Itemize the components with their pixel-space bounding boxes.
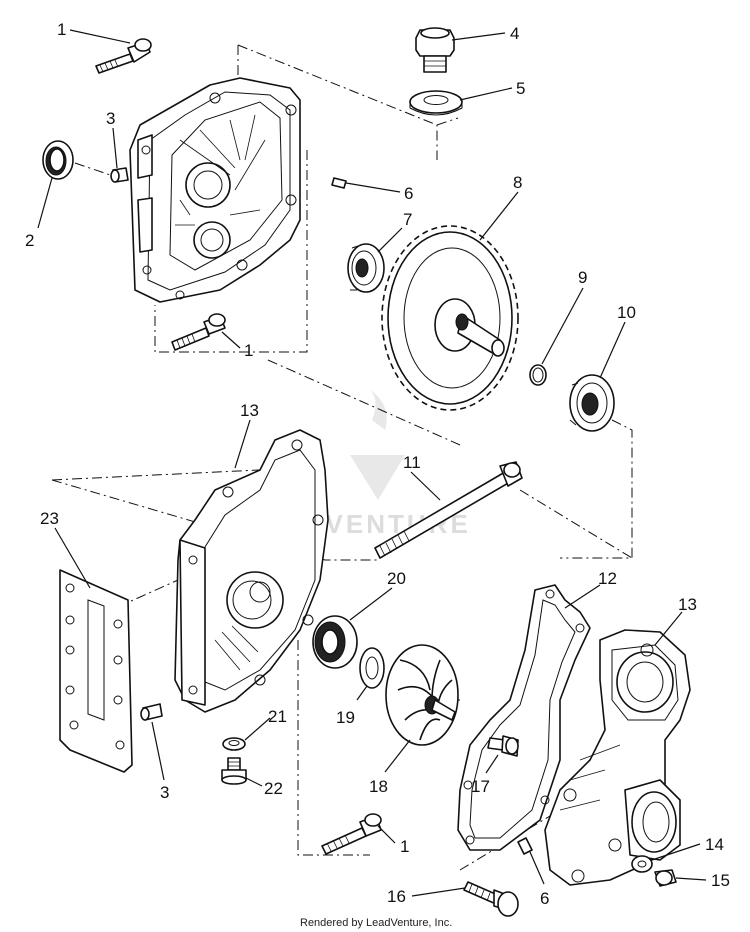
callout-3: 3 bbox=[106, 109, 115, 128]
callout-1: 1 bbox=[57, 20, 66, 39]
bolt-1-lower bbox=[321, 813, 382, 855]
callout-12: 12 bbox=[598, 569, 617, 588]
callout-2: 2 bbox=[25, 231, 34, 250]
callout-labels: 1 2 3 4 5 6 7 8 1 9 10 13 11 23 20 12 13… bbox=[25, 20, 730, 908]
lower-housing-13 bbox=[174, 429, 329, 713]
callout-22: 22 bbox=[264, 779, 283, 798]
callout-5: 5 bbox=[516, 79, 525, 98]
callout-13-cover: 13 bbox=[678, 595, 697, 614]
callout-19: 19 bbox=[336, 708, 355, 727]
callout-4: 4 bbox=[510, 24, 519, 43]
drain-bolt-22 bbox=[221, 757, 247, 785]
bolt-1-top bbox=[95, 38, 152, 74]
callout-14: 14 bbox=[705, 835, 724, 854]
pin-6-bottom bbox=[517, 837, 533, 855]
bolt-17 bbox=[487, 735, 519, 757]
washer-5 bbox=[409, 90, 463, 116]
callout-11: 11 bbox=[403, 453, 421, 472]
callout-15: 15 bbox=[711, 871, 730, 890]
pump-cover-13 bbox=[544, 629, 691, 886]
bolt-15 bbox=[654, 869, 677, 887]
leader-lines bbox=[37, 29, 707, 897]
pin-6-top bbox=[331, 177, 347, 189]
callout-1-middle: 1 bbox=[244, 341, 253, 360]
callout-7: 7 bbox=[403, 210, 412, 229]
callout-3-bottom: 3 bbox=[160, 783, 169, 802]
dowel-pin-3-top bbox=[110, 167, 129, 183]
callout-20: 20 bbox=[387, 569, 406, 588]
callout-9: 9 bbox=[578, 268, 587, 287]
callout-17: 17 bbox=[471, 777, 490, 796]
washer-21 bbox=[222, 737, 246, 751]
plug-4 bbox=[415, 27, 455, 73]
impeller-18 bbox=[385, 644, 459, 746]
callout-13-housing: 13 bbox=[240, 401, 259, 420]
callout-16: 16 bbox=[387, 887, 406, 906]
footer-credit: Rendered by LeadVenture, Inc. bbox=[300, 917, 452, 929]
callout-8: 8 bbox=[513, 173, 522, 192]
upper-housing-cover bbox=[129, 77, 301, 303]
seal-2 bbox=[42, 140, 74, 180]
shaft-11 bbox=[374, 461, 523, 559]
callout-23: 23 bbox=[40, 509, 59, 528]
bearing-7 bbox=[347, 243, 385, 293]
o-ring-9 bbox=[529, 364, 547, 386]
callout-21: 21 bbox=[268, 707, 287, 726]
bolt-16 bbox=[463, 881, 519, 917]
gear-8 bbox=[381, 225, 519, 411]
dowel-pin-3-bottom bbox=[140, 703, 163, 721]
gasket-23 bbox=[59, 569, 133, 773]
callout-10: 10 bbox=[617, 303, 636, 322]
washer-14 bbox=[631, 855, 653, 873]
bearing-10 bbox=[569, 374, 615, 432]
bearing-20 bbox=[312, 615, 358, 669]
callout-6-bottom: 6 bbox=[540, 889, 549, 908]
callout-18: 18 bbox=[369, 777, 388, 796]
gasket-12 bbox=[457, 584, 591, 851]
seal-19 bbox=[359, 647, 385, 689]
bolt-1-middle bbox=[171, 313, 226, 351]
callout-1-lower: 1 bbox=[400, 837, 409, 856]
callout-6: 6 bbox=[404, 184, 413, 203]
